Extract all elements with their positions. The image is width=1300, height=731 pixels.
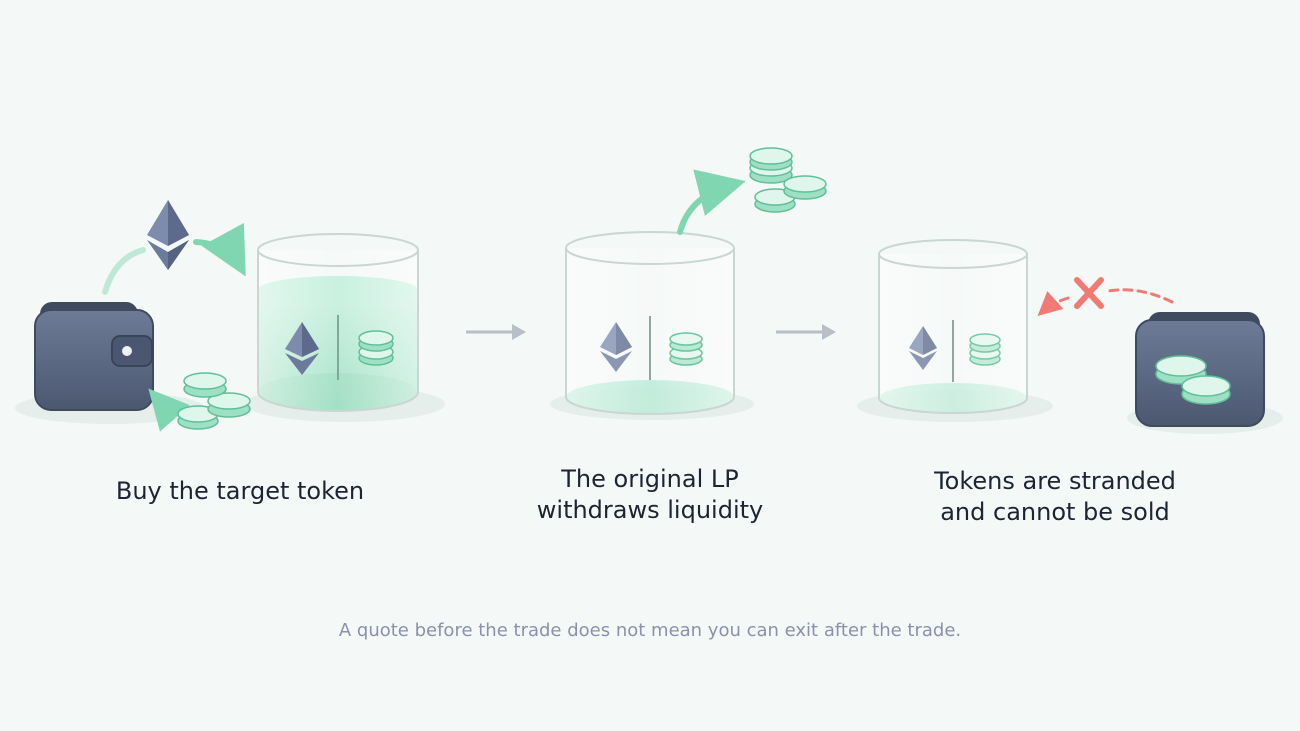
- caption-line: and cannot be sold: [940, 498, 1170, 526]
- token-coins-icon: [969, 333, 1001, 366]
- liquidity-pool-low: [878, 239, 1028, 414]
- caption-line: Buy the target token: [115, 477, 365, 505]
- flow-arrow-liquidity-out: [677, 169, 746, 235]
- x-mark-icon: [1074, 277, 1104, 309]
- token-coins-icon: [1155, 355, 1231, 405]
- token-coins-icon: [669, 332, 703, 366]
- step-1-buy: [15, 200, 445, 432]
- flow-arrow-wallet-to-eth: [102, 247, 146, 295]
- arrow-right-icon: [466, 324, 526, 340]
- token-coins-icon: [358, 330, 394, 366]
- liquidity-pool-low: [565, 231, 735, 415]
- ethereum-icon: [147, 200, 189, 270]
- liquidity-pool-full: [257, 233, 419, 412]
- ethereum-icon: [909, 326, 937, 370]
- blocked-sell-path: [1106, 288, 1174, 304]
- wallet-icon: [1135, 312, 1265, 427]
- step-2-lp-withdraws: [550, 147, 827, 420]
- wallet-icon: [34, 302, 154, 411]
- caption-line: Tokens are stranded: [934, 467, 1176, 495]
- footnote: A quote before the trade does not mean y…: [338, 620, 962, 641]
- ethereum-icon: [285, 322, 319, 375]
- token-coins-icon: [749, 147, 827, 213]
- ethereum-icon: [600, 322, 632, 372]
- arrow-right-icon: [776, 324, 836, 340]
- step-3-caption: Tokens are stranded and cannot be sold: [870, 466, 1240, 528]
- caption-line: withdraws liquidity: [536, 496, 764, 524]
- step-3-stranded: [857, 239, 1283, 434]
- blocked-sell-arrow: [1037, 291, 1070, 317]
- step-2-caption: The original LP withdraws liquidity: [470, 464, 830, 526]
- flow-arrow-tokens-to-wallet: [148, 388, 190, 432]
- step-1-caption: Buy the target token: [60, 476, 420, 507]
- token-coins-icon: [177, 372, 251, 430]
- flow-arrow-eth-to-pool: [193, 222, 246, 277]
- caption-line: The original LP: [561, 465, 739, 493]
